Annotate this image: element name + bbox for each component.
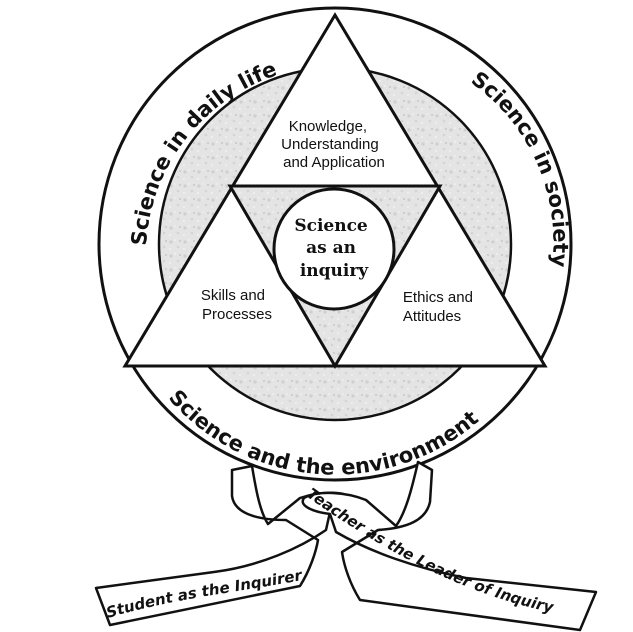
core-circle: [272, 187, 396, 311]
core-label: Science as an inquiry: [294, 216, 373, 281]
domain-knowledge: Knowledge, Understanding and Application: [281, 118, 385, 171]
domain-ethics: Ethics and Attitudes: [403, 289, 477, 325]
student-hand: [94, 464, 356, 627]
teacher-hand: [301, 460, 598, 632]
domain-skills: Skills and Processes: [201, 287, 272, 323]
